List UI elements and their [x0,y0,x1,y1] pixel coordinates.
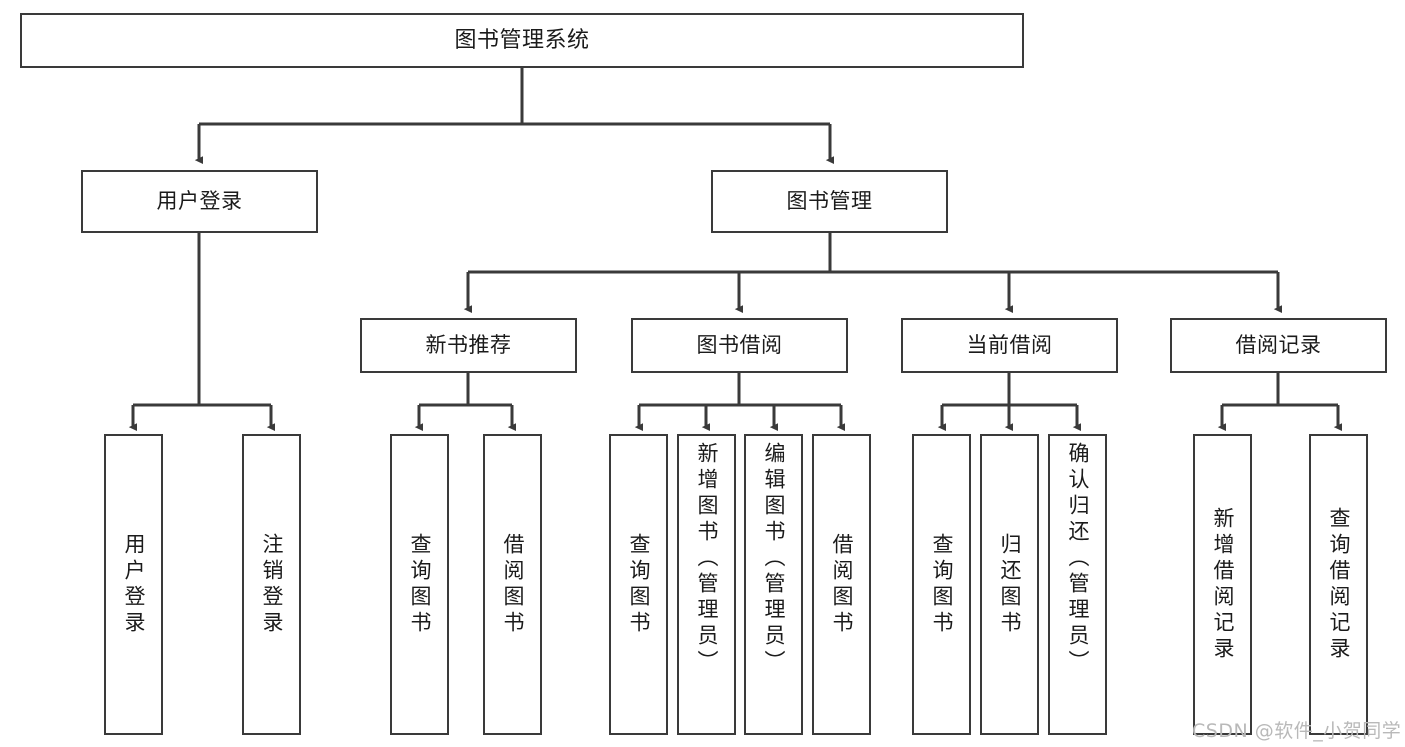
node-leaf-add-record-label: 新增借阅记录 [1211,506,1235,663]
node-root[interactable]: 图书管理系统 [20,13,1024,68]
node-leaf-query-record-label: 查询借阅记录 [1327,506,1351,663]
node-user-login[interactable]: 用户登录 [81,170,318,233]
node-leaf-logout[interactable]: 注销登录 [242,434,301,735]
node-leaf-confirm-return[interactable]: 确认归还（管理员） [1048,434,1107,735]
node-leaf-add-book[interactable]: 新增图书（管理员） [677,434,736,735]
node-borrow-record-label: 借阅记录 [1235,333,1322,358]
node-leaf-query-book-1-label: 查询图书 [408,532,432,637]
node-leaf-borrow-book-2-label: 借阅图书 [830,532,854,637]
node-leaf-borrow-book-2[interactable]: 借阅图书 [812,434,871,735]
node-leaf-logout-label: 注销登录 [260,532,284,637]
node-leaf-edit-book-label: 编辑图书（管理员） [762,442,786,676]
node-book-manage-label: 图书管理 [786,189,873,214]
node-leaf-query-book-3[interactable]: 查询图书 [912,434,971,735]
node-leaf-add-book-label: 新增图书（管理员） [695,442,719,676]
node-leaf-add-record[interactable]: 新增借阅记录 [1193,434,1252,735]
node-current-borrow-label: 当前借阅 [966,333,1053,358]
node-leaf-user-login[interactable]: 用户登录 [104,434,163,735]
node-leaf-query-record[interactable]: 查询借阅记录 [1309,434,1368,735]
node-book-manage[interactable]: 图书管理 [711,170,948,233]
node-leaf-borrow-book-1-label: 借阅图书 [501,532,525,637]
node-leaf-edit-book[interactable]: 编辑图书（管理员） [744,434,803,735]
node-leaf-query-book-3-label: 查询图书 [930,532,954,637]
node-current-borrow[interactable]: 当前借阅 [901,318,1118,373]
node-root-label: 图书管理系统 [454,27,590,53]
node-borrow-record[interactable]: 借阅记录 [1170,318,1387,373]
node-leaf-confirm-return-label: 确认归还（管理员） [1066,442,1090,676]
node-user-login-label: 用户登录 [156,189,243,214]
node-leaf-return-book[interactable]: 归还图书 [980,434,1039,735]
csdn-watermark: CSDN @软件_小贺同学 [1192,720,1402,742]
node-new-book-rec[interactable]: 新书推荐 [360,318,577,373]
node-book-borrow[interactable]: 图书借阅 [631,318,848,373]
node-leaf-user-login-label: 用户登录 [122,532,146,637]
node-leaf-query-book-1[interactable]: 查询图书 [390,434,449,735]
node-leaf-query-book-2[interactable]: 查询图书 [609,434,668,735]
node-new-book-rec-label: 新书推荐 [425,333,512,358]
node-book-borrow-label: 图书借阅 [696,333,783,358]
node-leaf-query-book-2-label: 查询图书 [627,532,651,637]
node-leaf-borrow-book-1[interactable]: 借阅图书 [483,434,542,735]
node-leaf-return-book-label: 归还图书 [998,532,1022,637]
